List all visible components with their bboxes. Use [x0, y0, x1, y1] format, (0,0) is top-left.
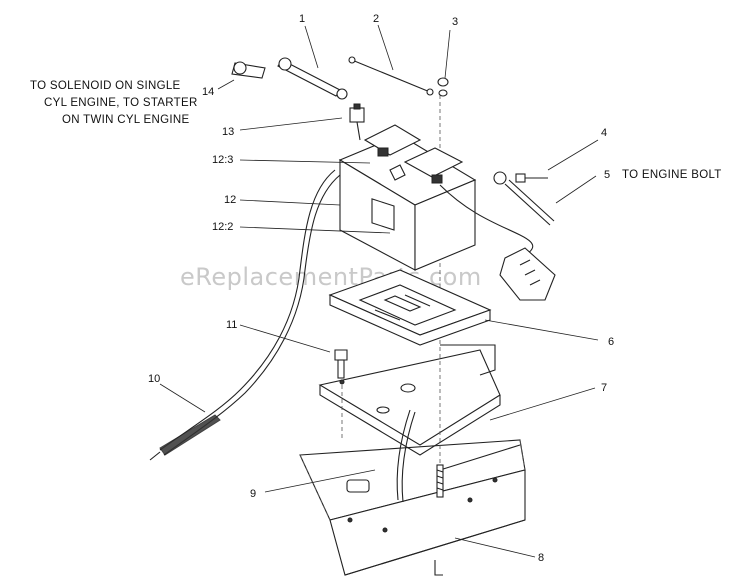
- note-solenoid-line1: TO SOLENOID ON SINGLE: [30, 80, 181, 92]
- rod-2-part: [348, 56, 434, 96]
- battery-strap-1-part: [277, 57, 348, 100]
- battery-mount-plate-part: [318, 344, 501, 456]
- callout-9: 9: [250, 488, 256, 500]
- terminal-boot-14-part: [231, 61, 266, 79]
- cable-9-part: [396, 409, 416, 503]
- battery-part: [338, 124, 477, 271]
- callout-10: 10: [148, 373, 160, 385]
- hold-down-bolt-part: [436, 95, 444, 498]
- bolt-4-part: [515, 173, 548, 183]
- bolt-11-part: [334, 349, 348, 379]
- callout-13: 13: [222, 126, 234, 138]
- callout-2: 2: [373, 13, 379, 25]
- ground-cable-part: [439, 184, 556, 301]
- callout-1: 1: [299, 13, 305, 25]
- callout-12-2: 12:2: [212, 221, 233, 233]
- terminal-13-part: [349, 103, 365, 141]
- callout-8: 8: [538, 552, 544, 564]
- frame-slot-shape: [346, 479, 370, 493]
- callout-11: 11: [226, 319, 237, 331]
- callout-4: 4: [601, 127, 607, 139]
- callout-12: 12: [224, 194, 236, 206]
- note-solenoid-line2: CYL ENGINE, TO STARTER: [44, 97, 198, 109]
- battery-cable-10-part: [149, 169, 341, 461]
- callout-7: 7: [601, 382, 607, 394]
- callout-5: 5: [604, 169, 610, 181]
- callout-14: 14: [202, 86, 214, 98]
- battery-tray-part: [328, 269, 492, 346]
- callout-3: 3: [452, 16, 458, 28]
- engine-frame-part: [299, 439, 526, 576]
- note-engine-bolt: TO ENGINE BOLT: [622, 169, 722, 181]
- cable-5-part: [493, 171, 555, 226]
- leader-lines: [159, 24, 599, 558]
- callout-6: 6: [608, 336, 614, 348]
- callout-12-3: 12:3: [212, 154, 233, 166]
- note-solenoid-line3: ON TWIN CYL ENGINE: [62, 114, 189, 126]
- nut-3-part: [437, 77, 449, 97]
